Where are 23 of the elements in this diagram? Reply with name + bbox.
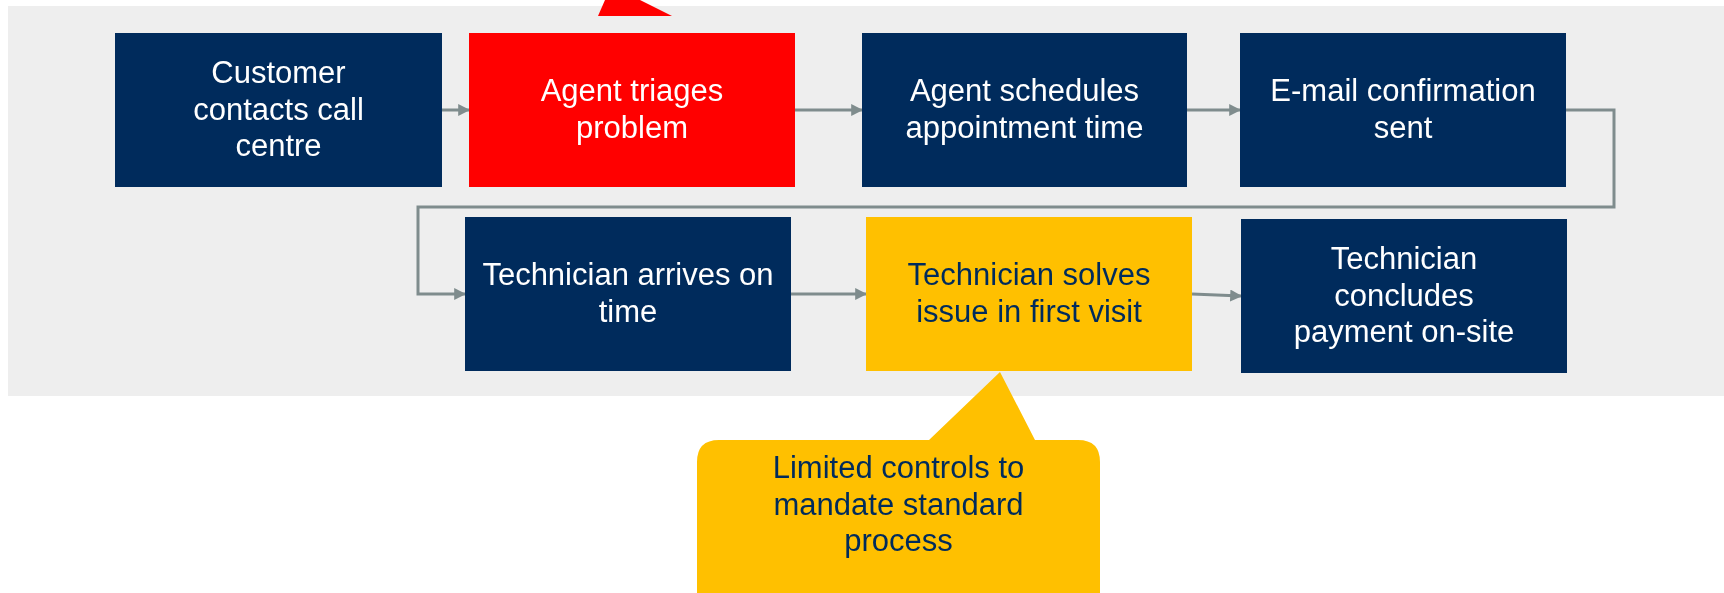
arrow [795, 104, 864, 116]
arrow [416, 108, 1616, 300]
step-label: Technician concludes payment on-site [1292, 241, 1516, 351]
process-box [1240, 33, 1566, 187]
arrow [1191, 289, 1243, 302]
step-label: Technician solves issue in first visit [906, 257, 1152, 331]
highlighted-process-box [866, 217, 1192, 371]
arrow [791, 288, 868, 300]
process-box [115, 33, 442, 187]
process-box [1241, 219, 1567, 373]
arrow [1187, 104, 1242, 116]
step-label: Technician arrives on time [481, 257, 775, 331]
highlighted-process-box [469, 33, 795, 187]
step-label: Agent schedules appointment time [904, 73, 1145, 147]
callout-text: Limited controls to mandate standard process [771, 450, 1026, 560]
step-label: E-mail confirmation sent [1269, 73, 1537, 147]
callout-bubble [697, 372, 1100, 593]
arrow [442, 104, 471, 116]
callout-tail [598, 0, 672, 16]
step-label: Customer contacts call centre [192, 55, 365, 165]
process-box [862, 33, 1187, 187]
process-box [465, 217, 791, 371]
step-label: Agent triages problem [539, 73, 725, 147]
